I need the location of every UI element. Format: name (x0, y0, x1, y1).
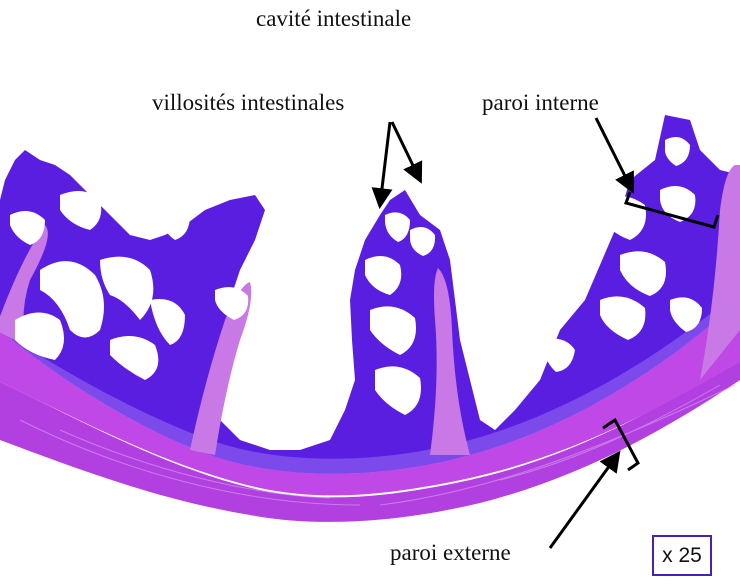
inner-wall-arrow (594, 117, 634, 194)
inner-wall-bracket (624, 191, 720, 229)
villi-arrow (371, 121, 393, 210)
outer-wall-arrow (548, 450, 621, 549)
fold-core (700, 165, 740, 380)
fold-core (430, 268, 470, 455)
magnification-badge: x 25 (652, 535, 712, 576)
diagram-title: cavité intestinale (256, 6, 412, 31)
villi-arrow (390, 121, 423, 184)
magnification-value: x 25 (662, 543, 702, 567)
outer-wall-label: paroi externe (390, 540, 511, 565)
inner-wall-label: paroi interne (482, 90, 599, 115)
wall-fibers (19, 384, 736, 506)
mucosa-folds (0, 115, 740, 474)
outer-wall-core (0, 300, 740, 496)
fold-core (190, 282, 252, 455)
villi-label: villosités intestinales (152, 90, 345, 115)
lumen-spaces (10, 136, 702, 435)
fold-core (0, 225, 48, 345)
outer-wall-bracket (602, 417, 640, 472)
